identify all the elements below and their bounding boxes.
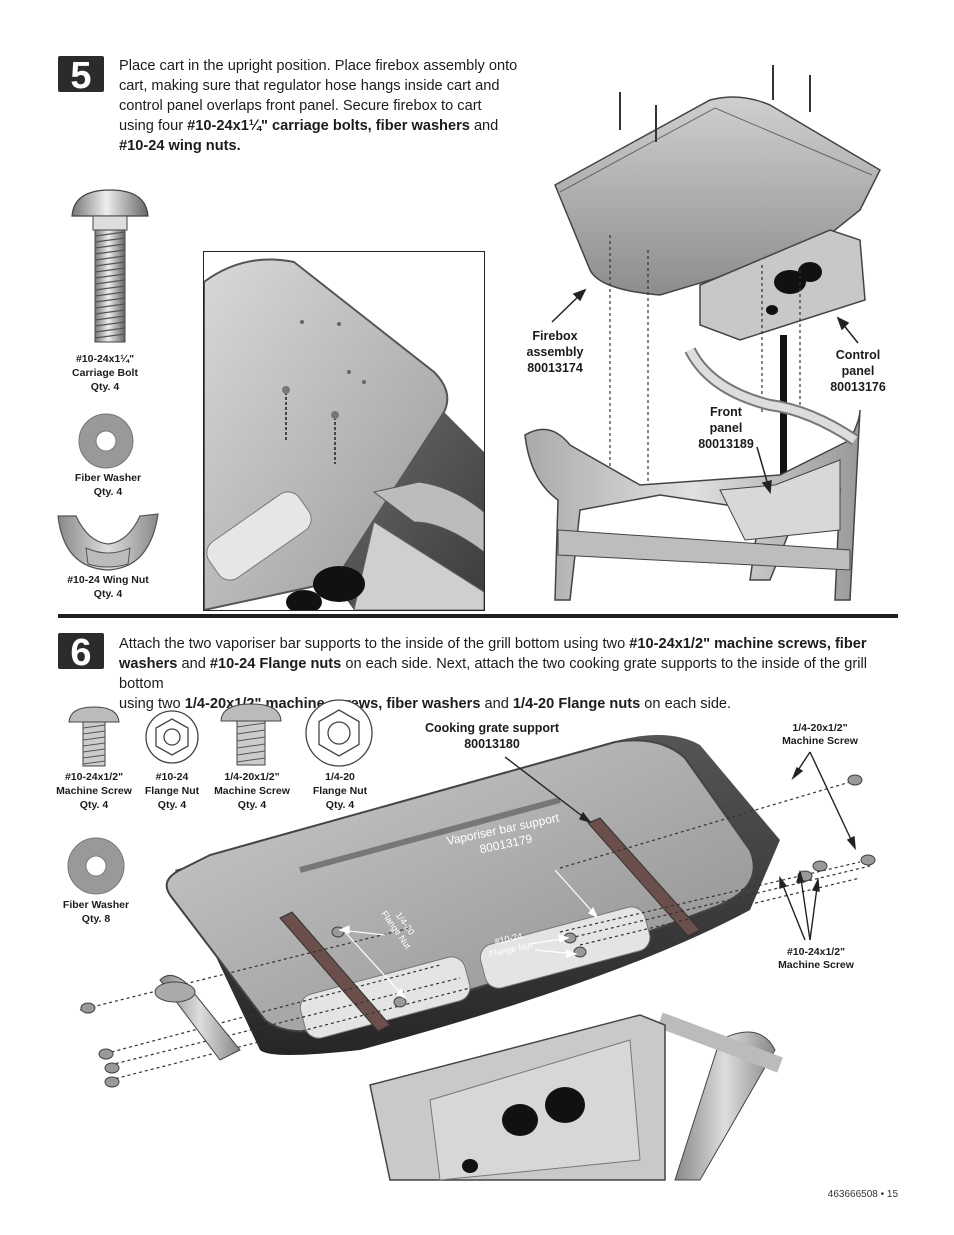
fiber-washer-step6-label: Fiber Washer Qty. 8 <box>50 898 142 926</box>
firebox-callout-line-2: assembly <box>526 345 584 359</box>
page-footer: 463666508 • 15 <box>827 1189 898 1200</box>
control-panel-callout-line-1: Control <box>835 348 881 362</box>
flange-nut-10-24-name: #10-24 <box>155 771 189 783</box>
fiber-washer-label: Fiber Washer Qty. 4 <box>55 471 161 499</box>
front-panel-callout-part-number: 80013189 <box>698 437 754 451</box>
step-6-line-2: washers and #10-24 Flange nuts on each s… <box>119 654 899 694</box>
fiber-washer-step6-name: Fiber Washer <box>62 899 130 911</box>
carriage-bolt-name: #10-24x1¼" <box>75 353 135 365</box>
fiber-washer-step6-icon <box>67 837 125 895</box>
step-6-bold-1: #10-24x1/2" machine screws, fiber <box>629 636 867 652</box>
machine-screw-1-4-20-icon <box>220 703 282 766</box>
screw-10-24-callout: #10-24x1/2" Machine Screw <box>766 946 866 972</box>
step-6-text-6: on each side. <box>640 696 732 712</box>
firebox-callout: Firebox assembly 80013174 <box>515 328 595 376</box>
step-6-text-3: on each side. Next, attach the two cooki… <box>119 656 867 692</box>
step-5-badge: 5 <box>58 56 104 96</box>
step-6-text-1: Attach the two vaporiser bar supports to… <box>119 636 630 652</box>
wing-nut-qty: Qty. 4 <box>93 588 123 600</box>
screw-10-24-callout-size: #10-24x1/2" <box>786 946 846 958</box>
fiber-washer-qty: Qty. 4 <box>93 486 123 498</box>
wing-nut-name: #10-24 Wing Nut <box>67 574 149 586</box>
flange-nut-1-4-20-type: Flange Nut <box>312 785 368 797</box>
machine-screw-10-24-label: #10-24x1/2" Machine Screw Qty. 4 <box>50 770 138 812</box>
section-divider <box>58 614 898 618</box>
step-6-bold-4: 1/4-20 Flange nuts <box>512 696 641 712</box>
machine-screw-1-4-20-type: Machine Screw <box>214 785 290 797</box>
control-panel-callout-part-number: 80013176 <box>830 380 886 394</box>
closeup-firebox-illustration <box>204 258 484 610</box>
carriage-bolt-qty: Qty. 4 <box>90 381 120 393</box>
step-6-badge: 6 <box>58 633 104 673</box>
flange-nut-1-4-20-label: 1/4-20 Flange Nut Qty. 4 <box>304 770 376 812</box>
firebox-callout-part-number: 80013174 <box>527 361 583 375</box>
step-6-instructions: Attach the two vaporiser bar supports to… <box>119 634 899 714</box>
screw-1-4-20-callout: 1/4-20x1/2" Machine Screw <box>770 722 870 748</box>
step-6-text-4: using two <box>119 696 185 712</box>
fiber-washer-name: Fiber Washer <box>74 472 142 484</box>
machine-screw-10-24-icon <box>68 706 120 767</box>
cooking-grate-support-label: Cooking grate support <box>424 721 560 735</box>
flange-nut-1-4-20-icon <box>305 699 373 767</box>
machine-screw-10-24-name: #10-24x1/2" <box>64 771 124 783</box>
screw-1-4-20-callout-size: 1/4-20x1/2" <box>792 722 848 734</box>
step-5-line-2: cart, making sure that regulator hose ha… <box>119 78 500 94</box>
machine-screw-10-24-qty: Qty. 4 <box>79 799 109 811</box>
fiber-washer-icon <box>78 413 134 469</box>
front-panel-callout: Front panel 80013189 <box>686 404 766 452</box>
step-6-text-5: and <box>480 696 513 712</box>
step-5-bold-wingnuts: #10-24 wing nuts. <box>119 138 241 154</box>
cooking-grate-support-part-number: 80013180 <box>464 737 520 751</box>
machine-screw-1-4-20-label: 1/4-20x1/2" Machine Screw Qty. 4 <box>210 770 294 812</box>
step-6-bold-1b: washers <box>119 656 178 672</box>
machine-screw-1-4-20-name: 1/4-20x1/2" <box>224 771 280 783</box>
firebox-callout-line-1: Firebox <box>532 329 578 343</box>
flange-nut-1-4-20-qty: Qty. 4 <box>325 799 355 811</box>
step-5-line-4: using four #10-24x1¼" carriage bolts, fi… <box>119 116 539 136</box>
flange-nut-10-24-icon <box>145 710 199 764</box>
step-5-and: and <box>469 118 499 134</box>
control-panel-callout-line-2: panel <box>841 364 875 378</box>
front-panel-callout-line-1: Front <box>710 405 742 419</box>
step-6-line-1: Attach the two vaporiser bar supports to… <box>119 634 899 654</box>
machine-screw-1-4-20-qty: Qty. 4 <box>237 799 267 811</box>
step-5-bold-hardware: #10-24x1¼" carriage bolts, fiber washers <box>187 118 470 134</box>
control-panel-callout: Control panel 80013176 <box>818 347 898 395</box>
flange-nut-10-24-label: #10-24 Flange Nut Qty. 4 <box>136 770 208 812</box>
fiber-washer-step6-qty: Qty. 8 <box>81 913 111 925</box>
step-6-bold-2: #10-24 Flange nuts <box>209 656 342 672</box>
wing-nut-label: #10-24 Wing Nut Qty. 4 <box>55 573 161 601</box>
front-panel-callout-line-2: panel <box>709 421 743 435</box>
screw-1-4-20-callout-type: Machine Screw <box>782 735 858 747</box>
flange-nut-10-24-type: Flange Nut <box>144 785 200 797</box>
step-5-line-4-text: using four <box>119 118 188 134</box>
flange-nut-10-24-qty: Qty. 4 <box>157 799 187 811</box>
machine-screw-10-24-type: Machine Screw <box>56 785 132 797</box>
step-5-line-3: control panel overlaps front panel. Secu… <box>119 98 482 114</box>
closeup-inset <box>203 251 485 611</box>
step-5-line-1: Place cart in the upright position. Plac… <box>119 58 518 74</box>
step-6-text-2: and <box>177 656 210 672</box>
carriage-bolt-label: #10-24x1¼" Carriage Bolt Qty. 4 <box>55 352 155 394</box>
carriage-bolt-type: Carriage Bolt <box>72 367 138 379</box>
carriage-bolt-icon <box>71 189 149 343</box>
screw-10-24-callout-type: Machine Screw <box>778 959 854 971</box>
flange-nut-1-4-20-name: 1/4-20 <box>325 771 355 783</box>
step-5-instructions: Place cart in the upright position. Plac… <box>119 56 539 156</box>
wing-nut-icon <box>57 513 159 571</box>
cooking-grate-support-callout: Cooking grate support 80013180 <box>412 720 572 752</box>
